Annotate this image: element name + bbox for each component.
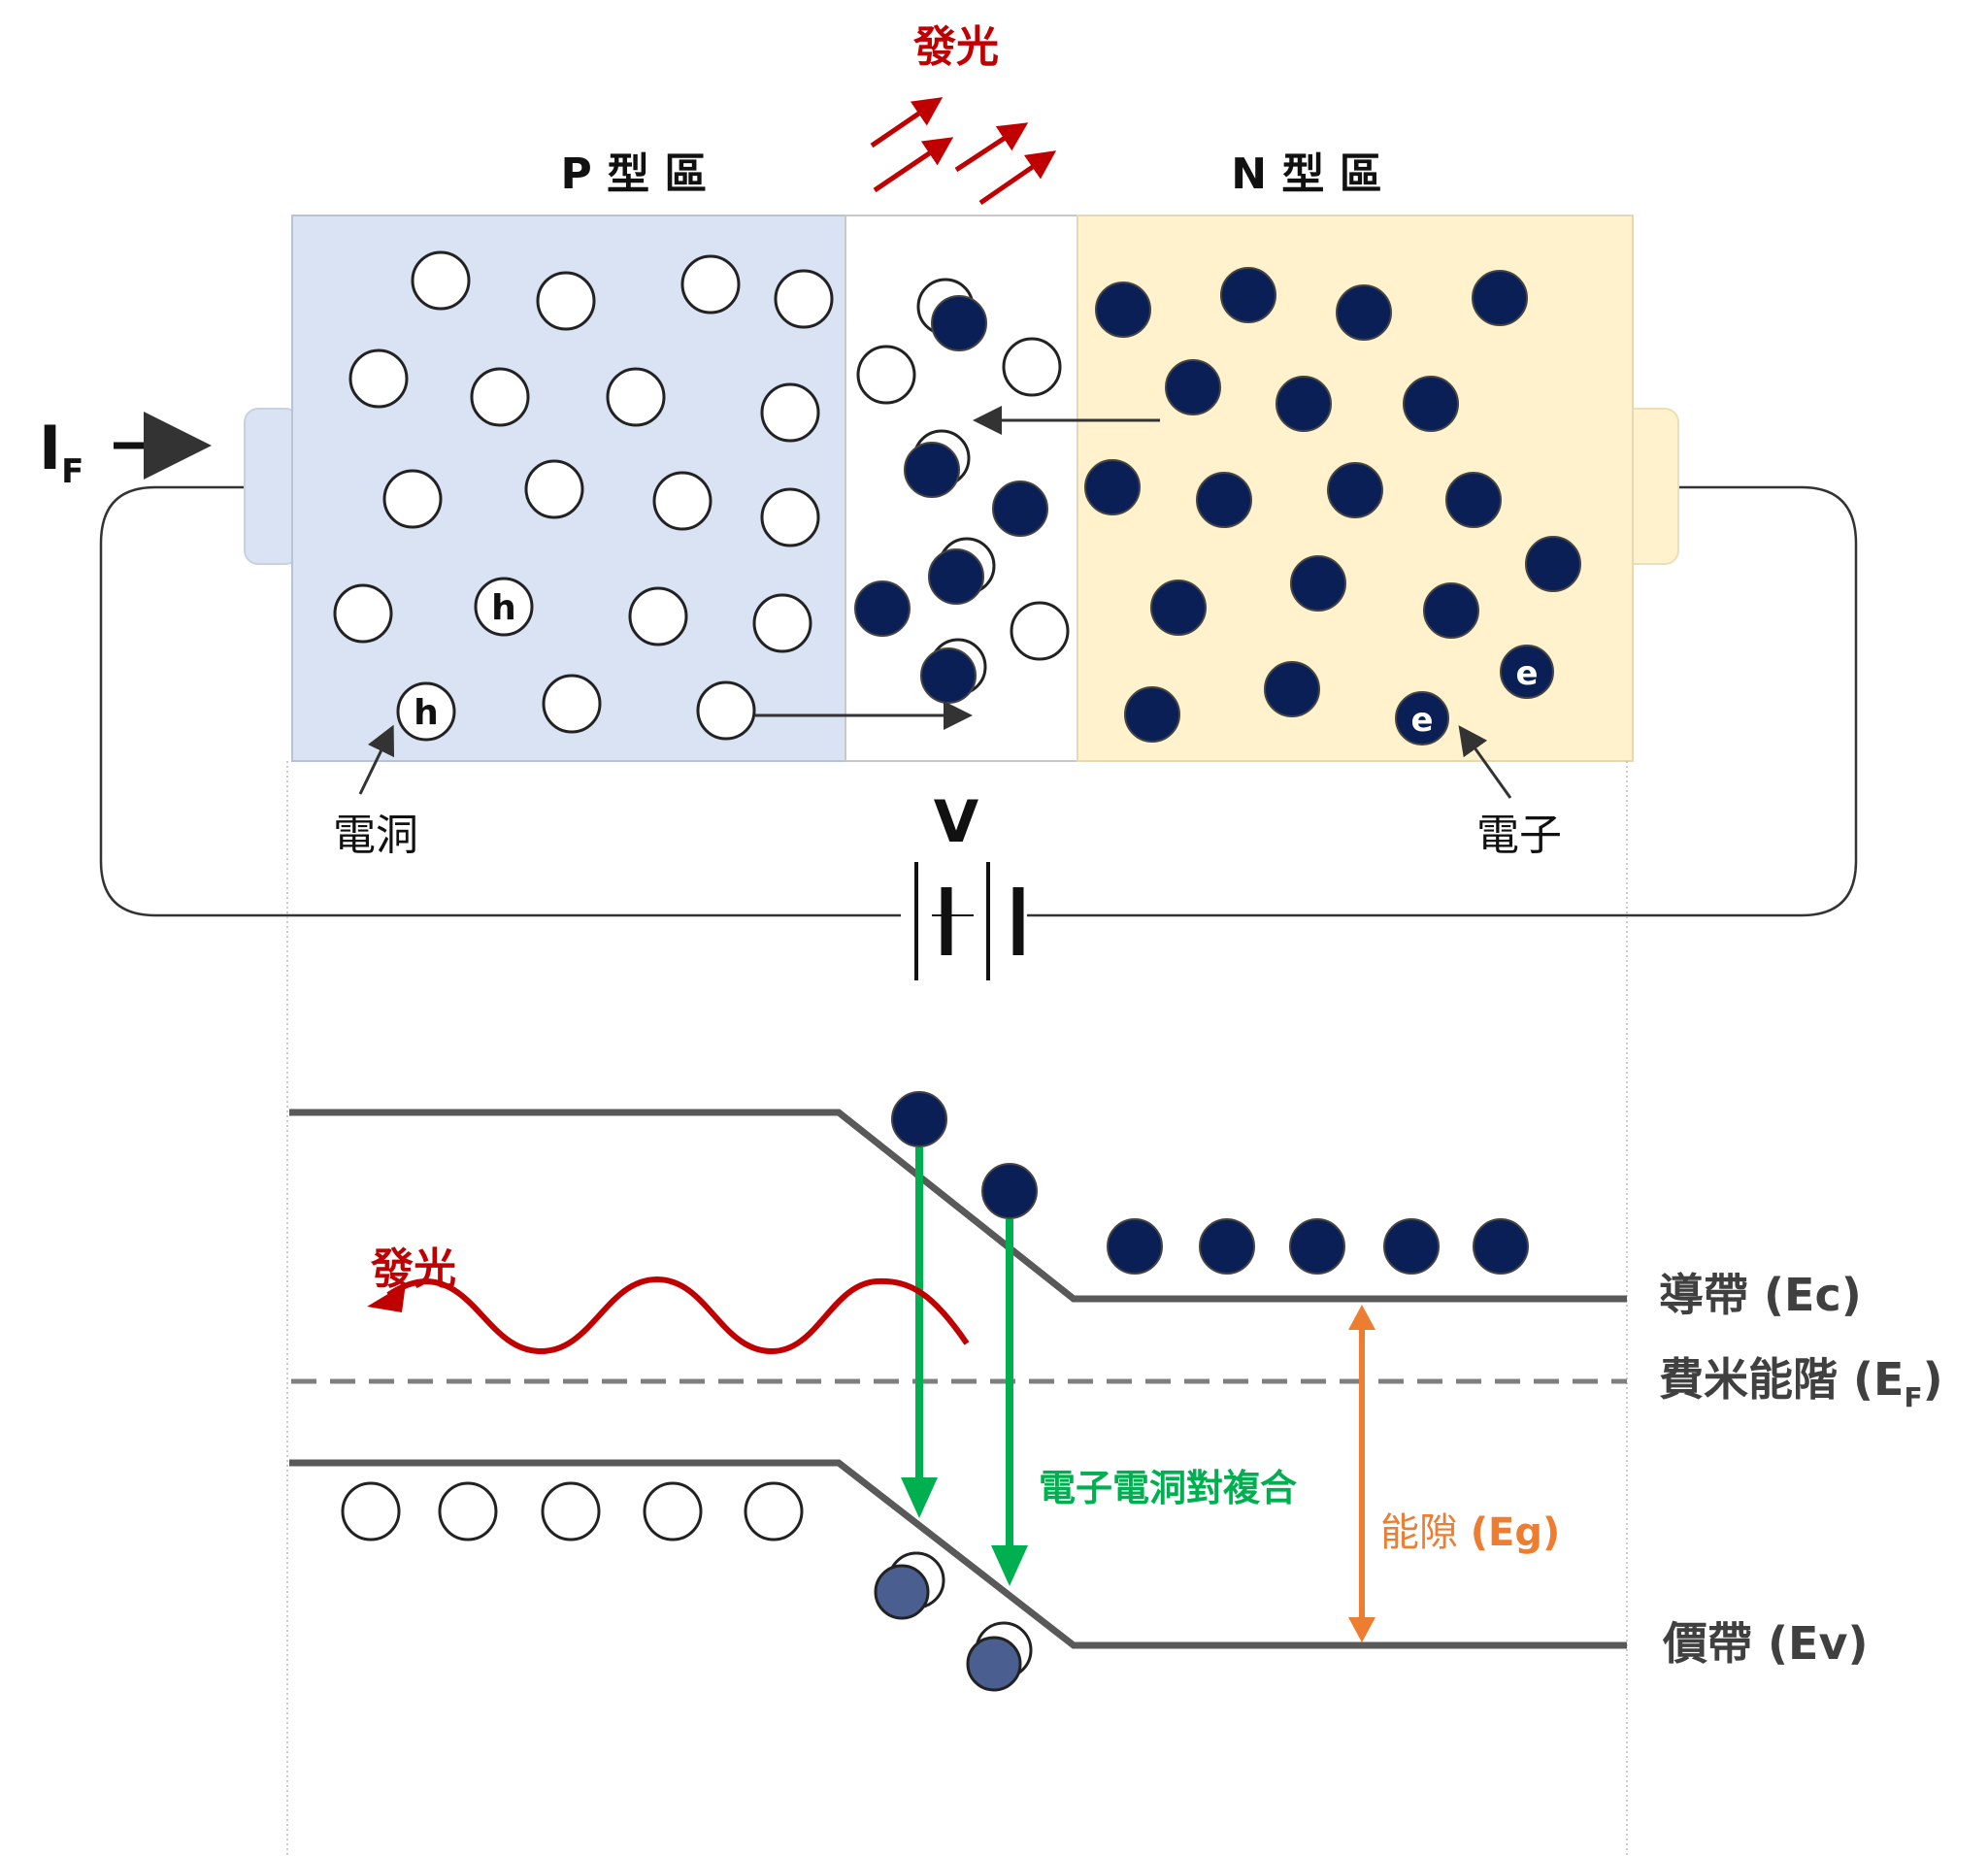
valence-band-line xyxy=(289,1459,1627,1649)
hole-labeled xyxy=(396,681,456,742)
hole xyxy=(643,1481,703,1541)
circuit-wire-left xyxy=(99,485,901,917)
electron xyxy=(1403,376,1459,432)
electron-labeled xyxy=(1500,645,1554,699)
electron xyxy=(854,580,911,637)
recombined-pairs xyxy=(874,1564,1022,1692)
band-electrons xyxy=(891,1091,1529,1275)
electron-pointer-arrow xyxy=(1458,725,1512,799)
hole xyxy=(333,583,393,644)
hole xyxy=(744,1481,804,1541)
hole-marker-text: h xyxy=(414,693,439,733)
hole xyxy=(774,269,834,329)
p-contact xyxy=(244,408,300,565)
band-holes xyxy=(341,1481,1033,1679)
p-region-label: P 型 區 xyxy=(561,149,708,199)
valence-band-label: 價帶 (Ev) xyxy=(1662,1617,1868,1670)
electron xyxy=(1289,1218,1345,1275)
electron xyxy=(1199,1218,1255,1275)
electron xyxy=(1165,359,1221,415)
electron xyxy=(1473,1218,1529,1275)
voltage-label: V xyxy=(934,788,979,856)
current-label: IF xyxy=(39,413,83,491)
hole xyxy=(341,1481,401,1541)
recombined-electron xyxy=(874,1564,930,1620)
electron xyxy=(1327,462,1383,518)
hole xyxy=(470,367,530,427)
hole xyxy=(680,254,741,315)
hole xyxy=(856,345,916,405)
hole xyxy=(1002,337,1062,397)
electron xyxy=(1264,661,1320,717)
battery-symbol xyxy=(914,862,1024,980)
hole xyxy=(411,250,471,311)
electron xyxy=(928,548,984,605)
hole-label: 電洞 xyxy=(333,811,418,860)
light-label-band: 發光 xyxy=(370,1244,456,1294)
electron xyxy=(1290,555,1346,612)
hole xyxy=(524,459,584,519)
electron xyxy=(1336,284,1392,341)
hole xyxy=(348,348,409,409)
hole xyxy=(606,367,666,427)
electron xyxy=(1220,267,1276,323)
hole xyxy=(382,469,443,529)
electron-marker-text: e xyxy=(1410,701,1433,740)
circuit-wire-right xyxy=(1027,485,1858,917)
hole xyxy=(541,1481,601,1541)
n-region-label: N 型 區 xyxy=(1231,149,1381,199)
hole xyxy=(752,593,812,653)
electron xyxy=(1276,376,1332,432)
electron xyxy=(1445,472,1502,528)
electron xyxy=(931,295,987,351)
hole-labeled xyxy=(474,577,534,637)
electron xyxy=(1107,1218,1163,1275)
electron xyxy=(1383,1218,1440,1275)
hole xyxy=(652,471,712,531)
hole xyxy=(536,271,596,331)
hole-pointer-arrow xyxy=(358,724,395,795)
electron xyxy=(1525,536,1581,592)
hole xyxy=(760,382,820,443)
hole xyxy=(696,680,756,741)
electron xyxy=(1472,270,1528,326)
light-emission-arrows xyxy=(870,97,1057,206)
hole xyxy=(438,1481,498,1541)
band-gap-arrow xyxy=(1348,1305,1375,1642)
electron xyxy=(1084,459,1141,515)
electron xyxy=(981,1163,1038,1219)
hole xyxy=(1010,601,1070,661)
electron-marker-text: e xyxy=(1515,654,1538,693)
fermi-level-label: 費米能階 (EF) xyxy=(1659,1353,1943,1413)
electron xyxy=(891,1091,947,1147)
photon-wave-arrowhead xyxy=(367,1283,406,1312)
hole-marker-text: h xyxy=(491,588,516,628)
electron xyxy=(904,442,960,498)
photon-wave xyxy=(386,1276,970,1355)
conduction-band-label: 導帶 (Ec) xyxy=(1659,1269,1862,1321)
recombination-arrows xyxy=(901,1147,1028,1586)
n-region-electrons xyxy=(1084,267,1581,746)
band-gap-label: 能隙 (Eg) xyxy=(1380,1510,1560,1555)
electron xyxy=(992,481,1048,537)
electron-labeled xyxy=(1395,691,1449,746)
electron-label: 電子 xyxy=(1476,811,1562,860)
electron xyxy=(1423,582,1479,639)
hole xyxy=(542,674,602,734)
conduction-band-line xyxy=(289,1109,1627,1303)
recombined-electron xyxy=(966,1636,1022,1692)
electron xyxy=(1196,472,1252,528)
hole xyxy=(628,586,688,646)
photon-wave-main xyxy=(260,1279,967,1351)
hole xyxy=(760,487,820,547)
electron xyxy=(1124,686,1180,743)
recombination-label: 電子電洞對複合 xyxy=(1039,1467,1297,1509)
electron xyxy=(1095,282,1151,338)
electron xyxy=(1150,580,1207,636)
light-label-top: 發光 xyxy=(912,22,999,72)
p-region-holes xyxy=(333,250,834,742)
electron xyxy=(920,647,977,704)
